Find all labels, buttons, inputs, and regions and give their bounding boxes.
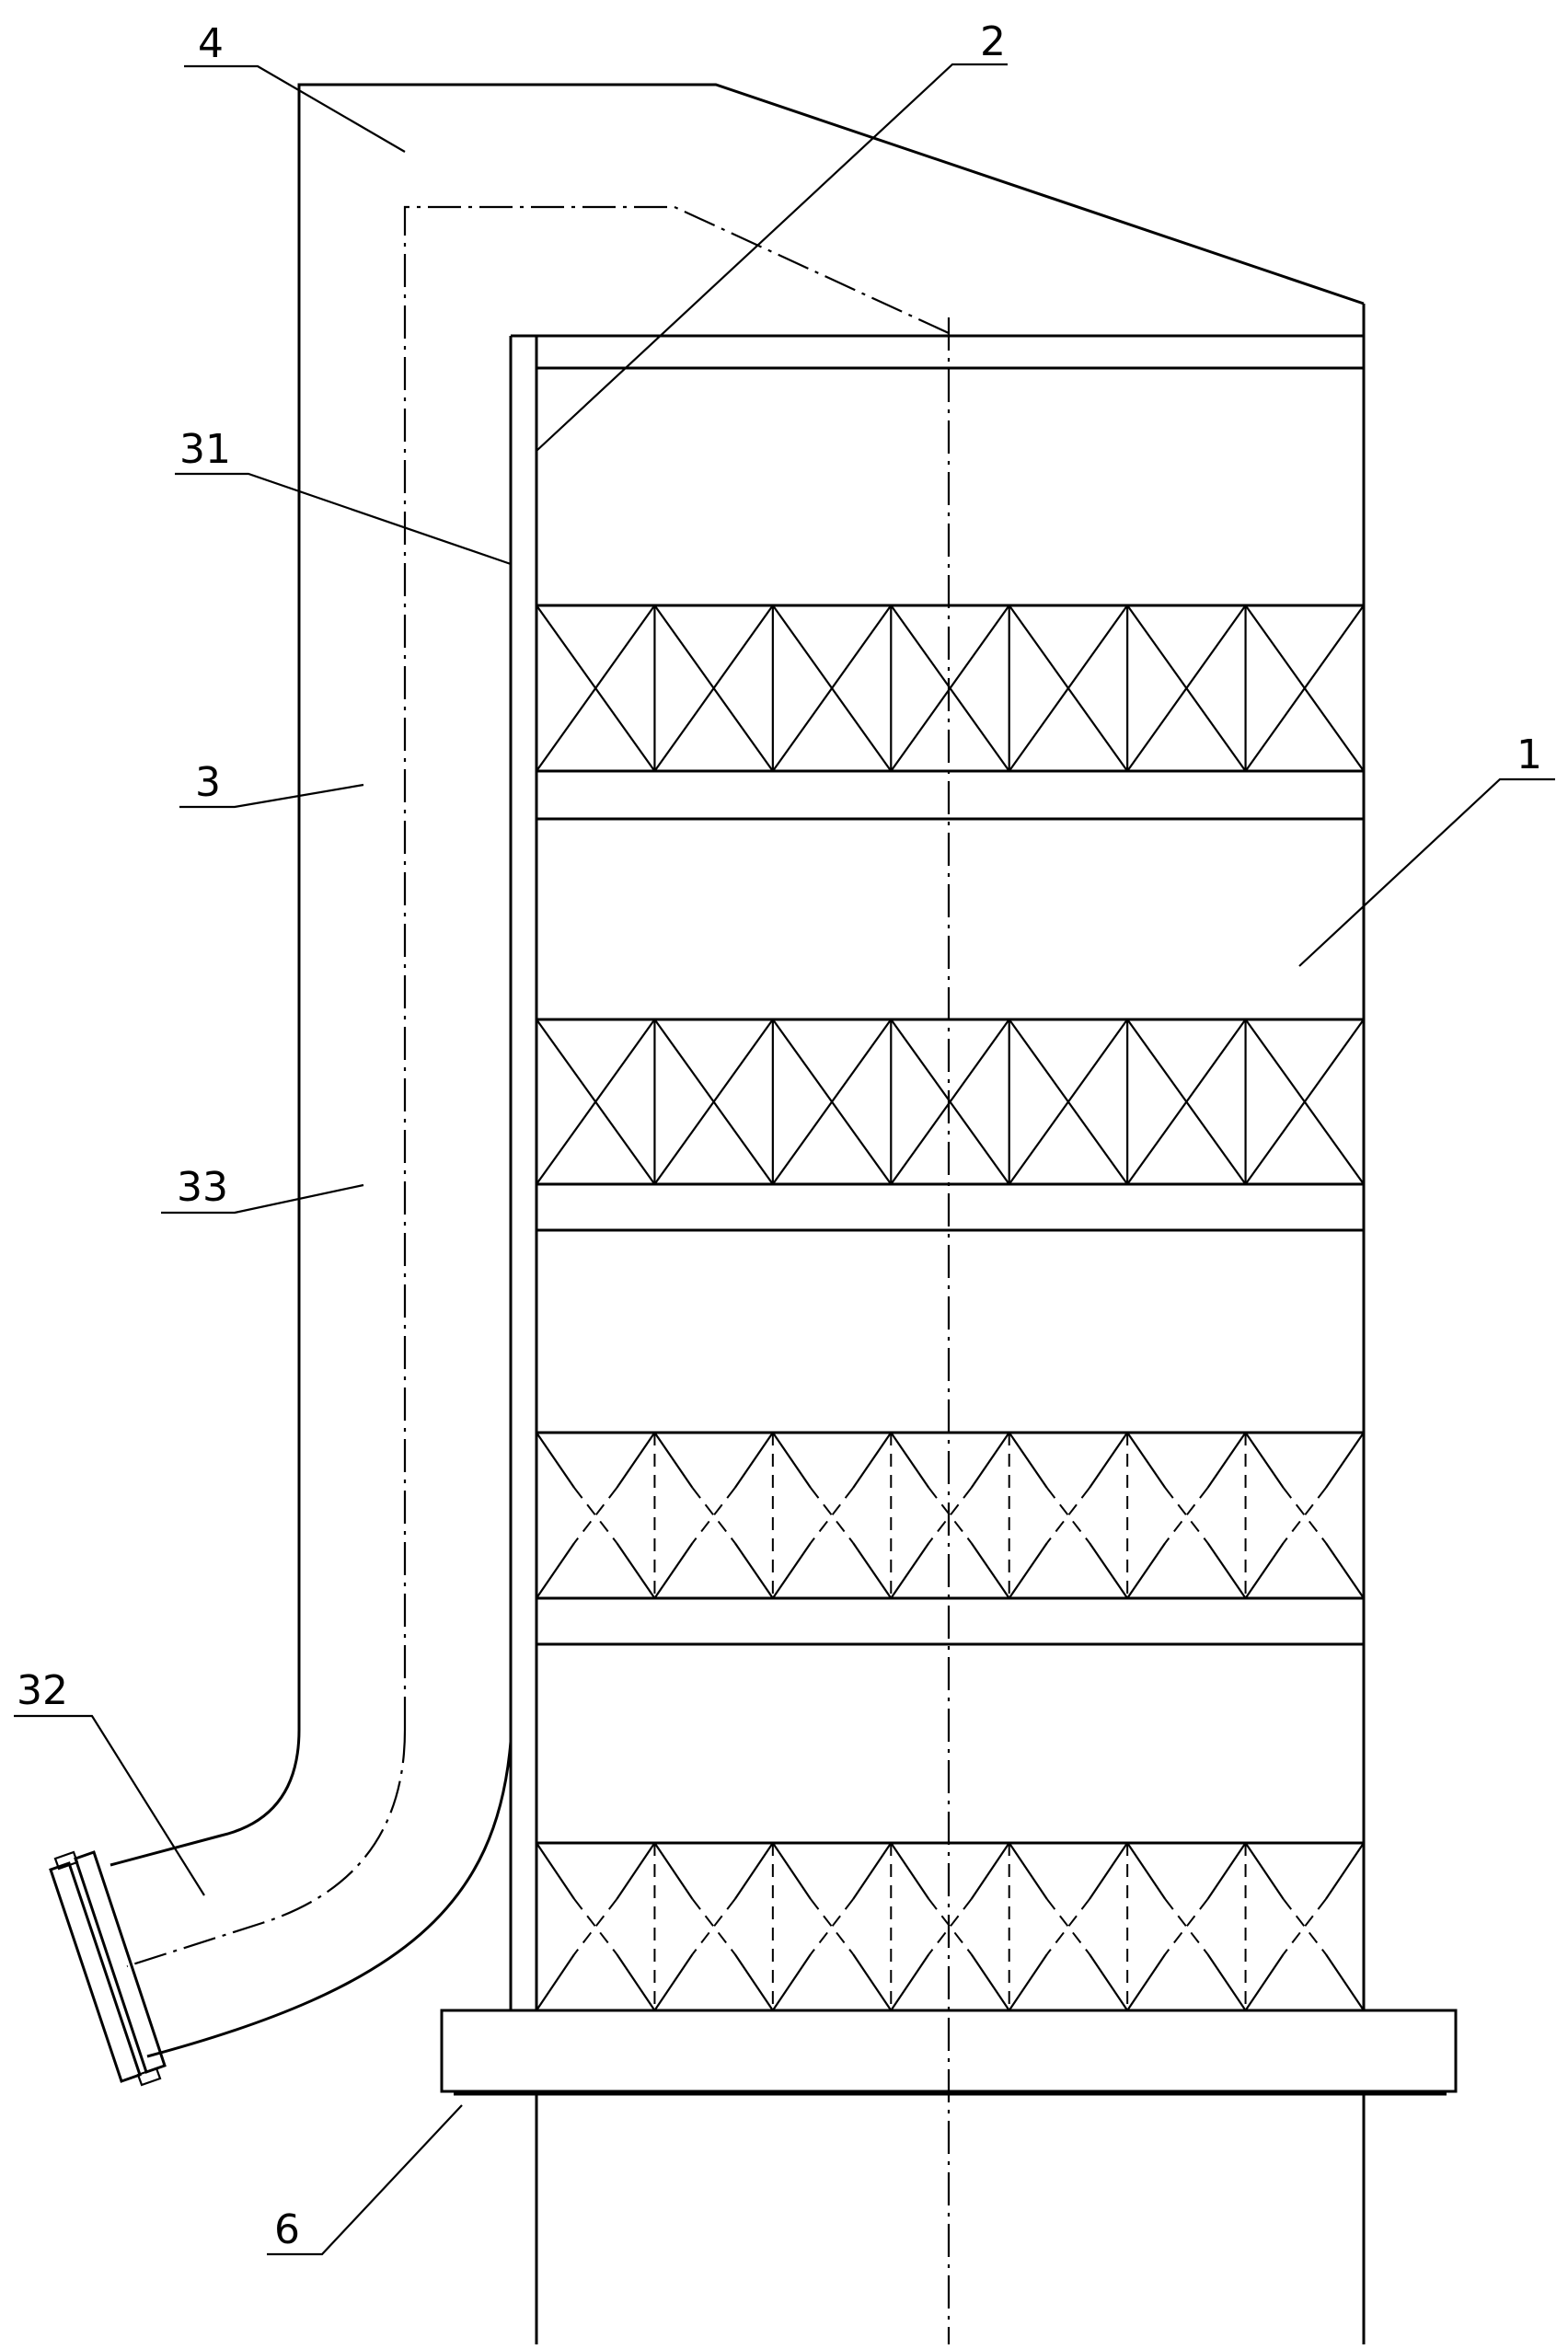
- side-duct: [110, 1730, 511, 2056]
- label-1: 1: [1516, 731, 1542, 778]
- duct-flange: [51, 1852, 165, 2085]
- label-3: 3: [195, 759, 221, 806]
- tower-body: [511, 304, 1364, 2010]
- leader-lines: [14, 64, 1555, 2254]
- top-hood: [299, 85, 1364, 1730]
- label-6: 6: [274, 2206, 300, 2253]
- packing-layers: [536, 605, 1364, 2010]
- label-4: 4: [198, 20, 224, 67]
- label-2: 2: [980, 18, 1006, 65]
- label-33: 33: [177, 1164, 228, 1211]
- label-32: 32: [17, 1667, 68, 1714]
- packing-layer-3: [536, 1433, 1364, 1598]
- packing-layer-4: [536, 1843, 1364, 2010]
- label-31: 31: [179, 426, 231, 473]
